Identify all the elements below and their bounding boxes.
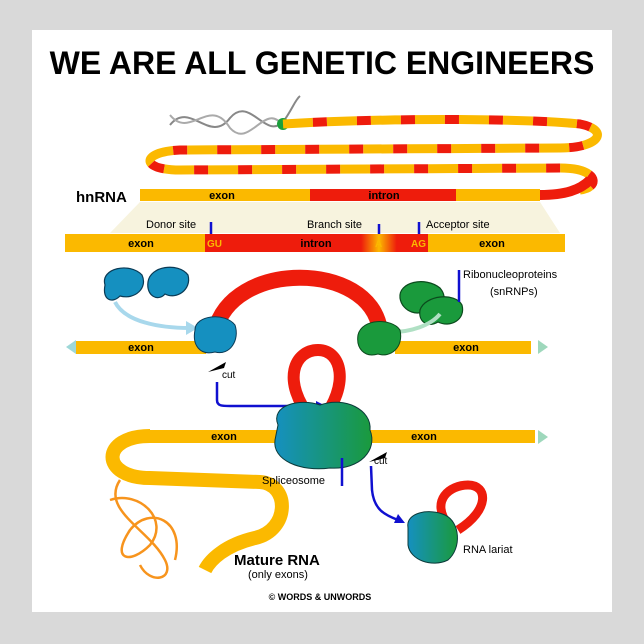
cut-arrow-2 [369, 465, 399, 522]
strand-end-marker [538, 430, 548, 444]
green-snrnp-bound [357, 321, 402, 356]
a-label: A [375, 239, 382, 250]
poster [32, 30, 612, 612]
intron-lariat [287, 343, 346, 424]
copyright: © WORDS & UNWORDS [269, 592, 372, 602]
step2-intron-loop [207, 269, 388, 335]
hnrna-exon-2 [456, 189, 540, 201]
blue-binding-arrow [113, 300, 191, 330]
step3-exon-1 [150, 430, 280, 443]
hnrna-intron-label: intron [368, 190, 399, 202]
lariat-spliceosome [407, 511, 458, 564]
step2-exon-1 [76, 341, 206, 354]
cut-label-1: cut [222, 370, 236, 381]
hnrna-exon-label: exon [209, 190, 235, 202]
blue-arrowhead-icon [186, 321, 198, 335]
green-snrnps [399, 281, 464, 325]
snrnps-label: (snRNPs) [490, 286, 538, 298]
spliced-strand [105, 429, 289, 574]
gu-label: GU [207, 239, 222, 250]
step3-exon-1-label: exon [211, 431, 237, 443]
cut-label-2: cut [374, 456, 388, 467]
acceptor-site-label: Acceptor site [426, 219, 490, 231]
detail-exon-1-label: exon [128, 238, 154, 250]
donor-site-label: Donor site [146, 219, 196, 231]
zoom-projection [110, 202, 560, 233]
hnrna-intron [310, 189, 456, 201]
detail-intron [205, 234, 428, 252]
hnrna-exon-1 [140, 189, 310, 201]
detail-exon-2 [428, 234, 565, 252]
transcript-strand [145, 115, 602, 195]
step3-exon-2 [365, 430, 535, 443]
detail-exon-2-label: exon [479, 238, 505, 250]
blue-snrnp-bound [193, 316, 237, 354]
transcript-strand-introns [145, 115, 602, 195]
only-exons-label: (only exons) [248, 569, 308, 581]
dna-helix [169, 95, 301, 135]
step2-exon-2 [395, 341, 531, 354]
page-title: WE ARE ALL GENETIC ENGINEERS [50, 45, 595, 81]
cut-marker-icon [369, 452, 387, 462]
spliceosome [274, 401, 373, 470]
branch-site-label: Branch site [307, 219, 362, 231]
detail-exon-1 [65, 234, 205, 252]
arrowhead-icon [394, 514, 405, 523]
ribonucleoproteins-label: Ribonucleoproteins [463, 269, 558, 281]
mature-rna-strands [109, 479, 178, 579]
detail-intron-label: intron [300, 238, 331, 250]
strand-end-marker [538, 340, 548, 354]
ag-label: AG [411, 239, 426, 250]
step3-exon-2-label: exon [411, 431, 437, 443]
step2-exon-1-label: exon [128, 342, 154, 354]
cut-arrow-1 [215, 382, 318, 408]
blue-snrnps [103, 266, 190, 301]
spliceosome-label: Spliceosome [262, 475, 325, 487]
hnrna-tail [539, 176, 594, 200]
cut-marker-icon [208, 362, 226, 372]
step2-exon-2-label: exon [453, 342, 479, 354]
rna-lariat-label: RNA lariat [463, 544, 513, 556]
rna-lariat-loop [436, 480, 487, 534]
mature-rna-label: Mature RNA [234, 552, 320, 569]
hnrna-label: hnRNA [76, 189, 127, 206]
strand-end-marker [66, 340, 76, 354]
